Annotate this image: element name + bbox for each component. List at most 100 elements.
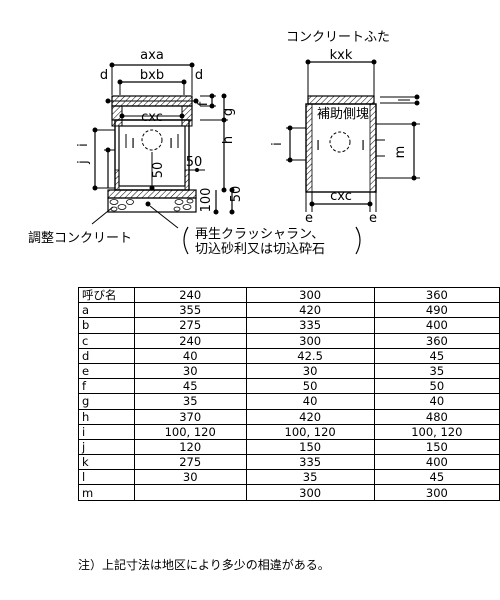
value-cell: 420 — [245, 302, 375, 319]
row-label-cell: k — [78, 454, 135, 471]
value-cell: 100, 120 — [245, 423, 375, 440]
value-cell: 150 — [245, 438, 375, 456]
left-elevation: axa bxb d d cxc — [76, 48, 244, 229]
dim-i: i — [76, 143, 91, 147]
row-label-cell: a — [78, 302, 135, 319]
value-cell: 420 — [245, 408, 375, 425]
right-elevation: コンクリートふた kxk 補助側塊 i l l — [270, 30, 420, 226]
row-label-cell: e — [78, 362, 135, 380]
col-header: 呼び名 — [78, 286, 135, 304]
dim-c: cxc — [141, 110, 163, 125]
value-cell: 45 — [133, 378, 247, 395]
value-cell: 335 — [245, 454, 375, 471]
dim-h: h — [221, 136, 236, 144]
value-cell: 120 — [133, 438, 247, 456]
dim-g: g — [221, 108, 236, 116]
value-cell: 275 — [133, 317, 247, 334]
row-label-cell: i — [78, 423, 135, 440]
catch-basin-drawing: axa bxb d d cxc — [28, 30, 420, 257]
value-cell: 335 — [245, 317, 375, 334]
dim-c-right: cxc — [330, 189, 352, 204]
label-gravel-2: 切込砂利又は切込砕石 — [195, 242, 325, 257]
value-cell: 30 — [133, 362, 247, 380]
value-cell: 40 — [373, 393, 500, 410]
value-cell: 240 — [133, 332, 247, 349]
dim-100: 100 — [199, 188, 214, 213]
value-cell: 490 — [373, 302, 500, 319]
dim-k: kxk — [330, 48, 353, 63]
value-cell: 50 — [373, 378, 500, 395]
value-cell: 400 — [373, 317, 500, 334]
dim-e-right: e — [369, 211, 377, 226]
col-header: 240 — [133, 286, 247, 304]
dim-50-right: 50 — [186, 155, 203, 170]
dim-a: axa — [140, 48, 164, 63]
value-cell: 35 — [133, 393, 247, 410]
dim-50-inner: 50 — [151, 162, 166, 179]
value-cell: 400 — [373, 454, 500, 471]
row-label-cell: b — [78, 317, 135, 334]
footnote: 注）上記寸法は地区により多少の相違がある。 — [78, 558, 330, 572]
dim-50-bottom: 50 — [229, 186, 244, 203]
lid-title: コンクリートふた — [286, 30, 390, 45]
row-label-cell: h — [78, 408, 135, 425]
row-label-cell: c — [78, 332, 135, 349]
row-label-cell: m — [78, 484, 135, 501]
row-label-cell: j — [78, 438, 135, 456]
dim-l-left: l — [131, 137, 135, 152]
value-cell: 40 — [133, 347, 247, 364]
row-label-cell: d — [78, 347, 135, 364]
dim-i-right: i — [270, 142, 285, 146]
value-cell: 35 — [373, 362, 500, 380]
value-cell: 360 — [373, 332, 500, 349]
value-cell: 300 — [245, 332, 375, 349]
dim-e-left: e — [305, 211, 313, 226]
dim-b: bxb — [140, 68, 164, 83]
value-cell: 50 — [245, 378, 375, 395]
label-gravel-1: 再生クラッシャラン、 — [195, 227, 324, 242]
value-cell: 42.5 — [245, 347, 375, 364]
value-cell: 30 — [133, 469, 247, 486]
table-header-row: 呼び名 240 300 360 — [78, 286, 500, 304]
dim-l-r-right: l — [361, 139, 365, 154]
value-cell — [133, 484, 247, 501]
col-header: 300 — [245, 286, 375, 304]
row-label-cell: l — [78, 469, 135, 486]
value-cell: 40 — [245, 393, 375, 410]
value-cell: 300 — [245, 484, 375, 501]
value-cell: 45 — [373, 347, 500, 364]
dim-l-right: l — [169, 137, 173, 152]
col-header: 360 — [373, 286, 500, 304]
value-cell: 275 — [133, 454, 247, 471]
row-label-cell: g — [78, 393, 135, 410]
value-cell: 355 — [133, 302, 247, 319]
dim-d-right: d — [195, 68, 203, 83]
dim-m: m — [393, 146, 408, 159]
gravel-pattern — [109, 198, 194, 212]
dim-d-left: d — [100, 68, 108, 83]
dim-f: f — [196, 101, 211, 106]
value-cell: 35 — [245, 469, 375, 486]
side-block-label: 補助側塊 — [317, 106, 369, 122]
value-cell: 45 — [373, 469, 500, 486]
value-cell: 370 — [133, 408, 247, 425]
value-cell: 100, 120 — [373, 423, 500, 440]
value-cell: 480 — [373, 408, 500, 425]
value-cell: 30 — [245, 362, 375, 380]
dim-l-r-left: l — [316, 139, 320, 154]
